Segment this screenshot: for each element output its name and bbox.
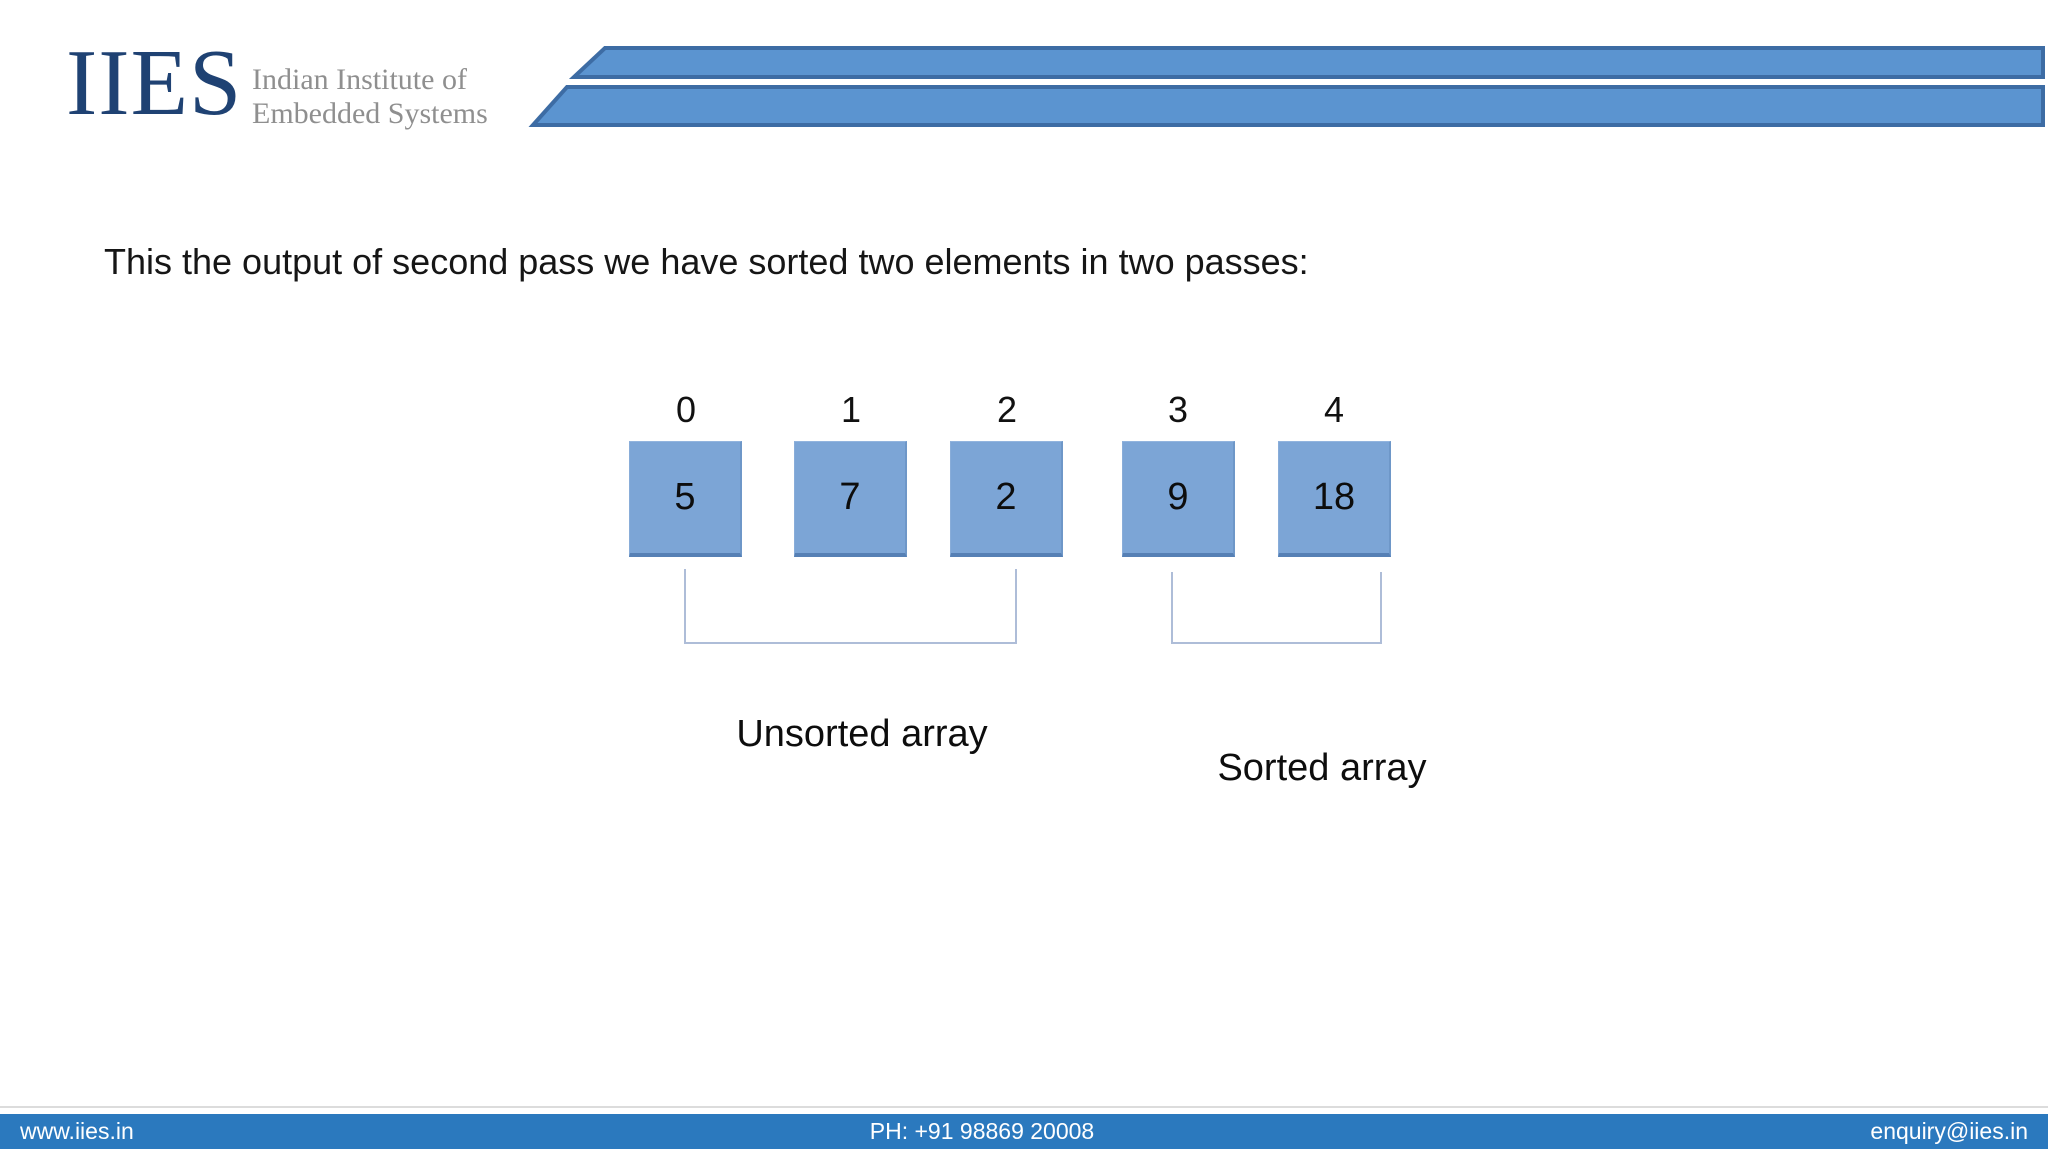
array-index-label: 3 [1167, 389, 1189, 430]
header-stripe-bottom-icon [528, 85, 2045, 127]
logo-acronym: IIES [66, 31, 243, 135]
footer-website: www.iies.in [20, 1118, 134, 1144]
array-cell: 2 [950, 441, 1063, 557]
array-cell-value: 7 [839, 476, 861, 518]
array-index-label: 0 [675, 389, 697, 430]
array-cell-value: 2 [995, 476, 1017, 518]
logo-subtext: Indian Institute of Embedded Systems [252, 63, 488, 131]
array-cell: 5 [629, 441, 742, 557]
footer-bar: www.iies.in PH: +91 98869 20008 enquiry@… [0, 1114, 2048, 1149]
array-cell-value: 5 [674, 476, 696, 518]
array-cell: 7 [794, 441, 907, 557]
logo-subtext-line2: Embedded Systems [252, 97, 488, 130]
array-index-label: 4 [1323, 389, 1345, 430]
unsorted-array-label: Unsorted array [736, 713, 988, 755]
footer-phone: PH: +91 98869 20008 [869, 1118, 1095, 1144]
footer-divider [0, 1106, 2048, 1108]
header-stripe-top-icon [568, 46, 2045, 79]
array-index-label: 2 [996, 389, 1018, 430]
unsorted-bracket [684, 569, 1017, 644]
array-cell: 9 [1122, 441, 1235, 557]
sorted-array-label: Sorted array [1217, 747, 1427, 789]
array-index-label: 1 [840, 389, 862, 430]
header-stripes [528, 46, 2045, 127]
array-cell-value: 9 [1167, 476, 1189, 518]
sorted-bracket [1171, 572, 1382, 644]
array-cell: 18 [1278, 441, 1391, 557]
footer-email: enquiry@iies.in [1870, 1118, 2028, 1144]
array-cell-value: 18 [1312, 476, 1356, 518]
logo-subtext-line1: Indian Institute of [252, 63, 467, 96]
slide-title: This the output of second pass we have s… [104, 241, 1309, 282]
